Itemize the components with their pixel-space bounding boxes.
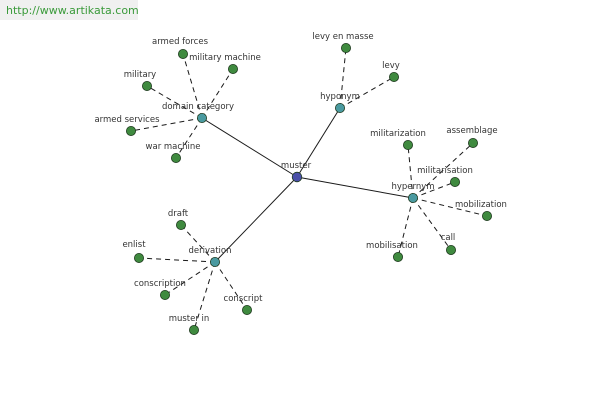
category-node-derivation[interactable]: [209, 256, 220, 267]
leaf-node-enlist[interactable]: [133, 252, 144, 263]
leaf-node-military-machine[interactable]: [227, 64, 238, 75]
leaf-node-muster-in[interactable]: [188, 324, 199, 335]
edge-domain-category-war-machine: [175, 117, 203, 159]
leaf-label-military: military: [124, 70, 156, 80]
leaf-label-military-machine: military machine: [189, 53, 261, 63]
leaf-label-mobilization: mobilization: [455, 200, 507, 210]
leaf-label-levy: levy: [382, 61, 400, 71]
edge-root-hypernym: [296, 176, 414, 199]
leaf-label-levy-en-masse: levy en masse: [312, 32, 373, 42]
leaf-label-call: call: [441, 233, 456, 243]
leaf-label-mobilisation: mobilisation: [366, 241, 418, 251]
leaf-node-militarization[interactable]: [402, 139, 413, 150]
edge-derivation-muster-in: [193, 261, 216, 331]
category-node-hyponym[interactable]: [334, 103, 345, 114]
category-label-domain-category: domain category: [162, 102, 234, 112]
edge-hypernym-mobilisation: [397, 197, 414, 258]
edge-domain-category-armed-forces: [182, 53, 203, 119]
edge-hyponym-levy: [339, 76, 395, 109]
leaf-label-conscript: conscript: [224, 294, 264, 304]
leaf-label-muster-in: muster in: [169, 314, 210, 324]
leaf-label-enlist: enlist: [122, 240, 146, 250]
leaf-node-conscript[interactable]: [241, 304, 252, 315]
edge-domain-category-military: [146, 85, 203, 119]
edge-root-hyponym: [296, 107, 341, 178]
leaf-node-militarisation[interactable]: [449, 176, 460, 187]
leaf-node-mobilization[interactable]: [481, 210, 492, 221]
leaf-node-draft[interactable]: [175, 219, 186, 230]
edge-root-domain-category: [201, 117, 298, 178]
leaf-label-draft: draft: [168, 209, 189, 219]
leaf-node-armed-services[interactable]: [126, 126, 137, 137]
edge-derivation-conscription: [164, 261, 216, 296]
edge-derivation-enlist: [138, 257, 216, 263]
nodes: [126, 43, 492, 335]
edge-hypernym-militarisation: [412, 181, 456, 199]
leaf-label-war-machine: war machine: [146, 142, 201, 152]
edge-derivation-conscript: [214, 261, 248, 311]
leaf-label-armed-services: armed services: [94, 115, 160, 125]
leaf-label-assemblage: assemblage: [446, 126, 497, 136]
edges: [130, 47, 488, 331]
root-label: muster: [281, 161, 312, 171]
edge-derivation-draft: [180, 224, 216, 263]
leaf-node-call[interactable]: [445, 244, 456, 255]
leaf-node-levy-en-masse[interactable]: [340, 43, 351, 54]
leaf-label-conscription: conscription: [134, 279, 186, 289]
edge-hyponym-levy-en-masse: [339, 47, 347, 109]
leaf-label-militarisation: militarisation: [417, 166, 473, 176]
leaf-node-military[interactable]: [141, 81, 152, 92]
labels: armed forces military machine military arme…: [94, 32, 506, 324]
leaf-label-militarization: militarization: [370, 129, 426, 139]
watermark-url: http://www.artikata.com: [6, 4, 139, 17]
leaf-node-levy[interactable]: [388, 72, 399, 83]
category-node-hypernym[interactable]: [407, 192, 418, 203]
edge-hypernym-mobilization: [412, 197, 488, 217]
edge-root-derivation: [214, 176, 298, 263]
leaf-node-war-machine[interactable]: [170, 152, 181, 163]
edge-hypernym-call: [412, 197, 452, 251]
watermark: http://www.artikata.com: [0, 0, 139, 20]
edge-hypernym-assemblage: [412, 142, 474, 199]
category-label-hyponym: hyponym: [320, 92, 360, 102]
leaf-node-conscription[interactable]: [159, 289, 170, 300]
leaf-node-assemblage[interactable]: [467, 137, 478, 148]
edge-domain-category-military-machine: [201, 68, 234, 119]
leaf-node-armed-forces[interactable]: [177, 49, 188, 60]
root-node[interactable]: [291, 171, 303, 183]
leaf-label-armed-forces: armed forces: [152, 37, 209, 47]
edge-domain-category-armed-services: [130, 117, 203, 132]
category-label-hypernym: hypernym: [391, 182, 434, 192]
leaf-node-mobilisation[interactable]: [392, 251, 403, 262]
category-label-derivation: derivation: [188, 246, 231, 256]
category-node-domain-category[interactable]: [196, 113, 207, 124]
